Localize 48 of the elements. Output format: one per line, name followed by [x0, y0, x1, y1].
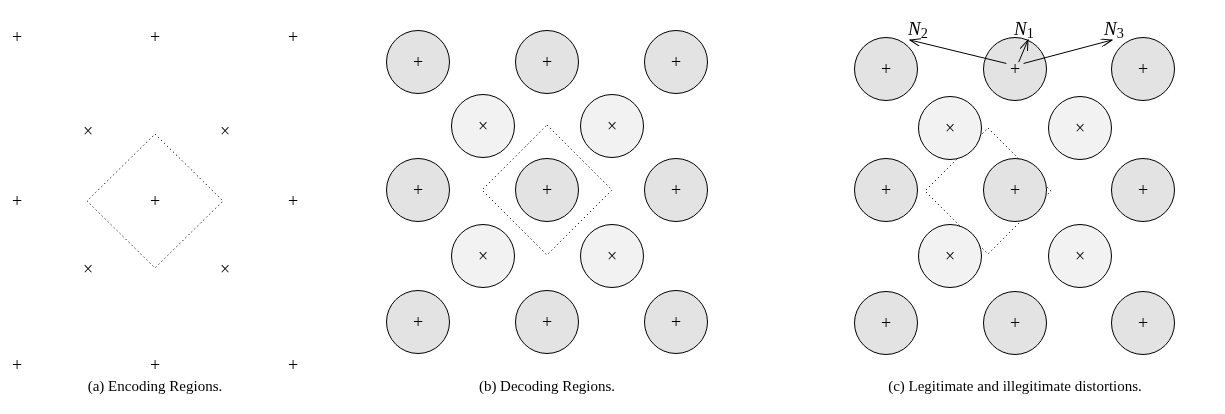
lattice-point-symbol: +	[541, 53, 553, 71]
lattice-point-symbol: ×	[1074, 119, 1086, 137]
lattice-point-symbol: +	[670, 313, 682, 331]
lattice-point-symbol: ×	[1074, 247, 1086, 265]
lattice-point-symbol: +	[1137, 60, 1149, 78]
arrow	[909, 38, 1007, 64]
lattice-point-symbol: +	[149, 356, 161, 374]
lattice-point-symbol: +	[1009, 314, 1021, 332]
lattice-point-symbol: +	[1137, 314, 1149, 332]
lattice-point-symbol: ×	[944, 119, 956, 137]
lattice-point-symbol: +	[412, 53, 424, 71]
lattice-point-symbol: ×	[944, 247, 956, 265]
lattice-point-symbol: +	[412, 313, 424, 331]
distortion-label: N$_{2}$	[908, 18, 928, 38]
lattice-point-symbol: +	[880, 181, 892, 199]
subfigure-caption: (b) Decoding Regions.	[478, 378, 616, 394]
lattice-point-symbol: ×	[606, 117, 618, 135]
lattice-point-symbol: +	[670, 181, 682, 199]
lattice-point-symbol: +	[412, 181, 424, 199]
distortion-label: N$_{3}$	[1104, 18, 1124, 38]
distortion-label: N$_{1}$	[1014, 18, 1034, 38]
lattice-point-symbol: +	[541, 313, 553, 331]
lattice-point-symbol: ×	[219, 260, 231, 278]
lattice-point-symbol: +	[880, 60, 892, 78]
arrow	[1018, 39, 1029, 63]
lattice-point-symbol: +	[1009, 181, 1021, 199]
lattice-point-symbol: +	[1137, 181, 1149, 199]
lattice-point-symbol: +	[149, 192, 161, 210]
subfigure-caption: (c) Legitimate and illegitimate distortions.	[888, 378, 1142, 394]
lattice-point-symbol: +	[670, 53, 682, 71]
lattice-point-symbol: +	[880, 314, 892, 332]
lattice-point-symbol: ×	[477, 247, 489, 265]
lattice-point-symbol: ×	[477, 117, 489, 135]
lattice-point-symbol: +	[11, 356, 23, 374]
lattice-point-symbol: ×	[82, 122, 94, 140]
lattice-point-symbol: +	[287, 356, 299, 374]
lattice-point-symbol: ×	[219, 122, 231, 140]
subfigure-caption: (a) Encoding Regions.	[87, 378, 223, 394]
lattice-point-symbol: +	[149, 28, 161, 46]
lattice-point-symbol: ×	[82, 260, 94, 278]
arrow	[1023, 38, 1113, 64]
lattice-point-symbol: +	[11, 28, 23, 46]
lattice-point-symbol: +	[541, 181, 553, 199]
lattice-point-symbol: +	[11, 192, 23, 210]
lattice-point-symbol: ×	[606, 247, 618, 265]
lattice-point-symbol: +	[1009, 60, 1021, 78]
lattice-point-symbol: +	[287, 28, 299, 46]
lattice-point-symbol: +	[287, 192, 299, 210]
